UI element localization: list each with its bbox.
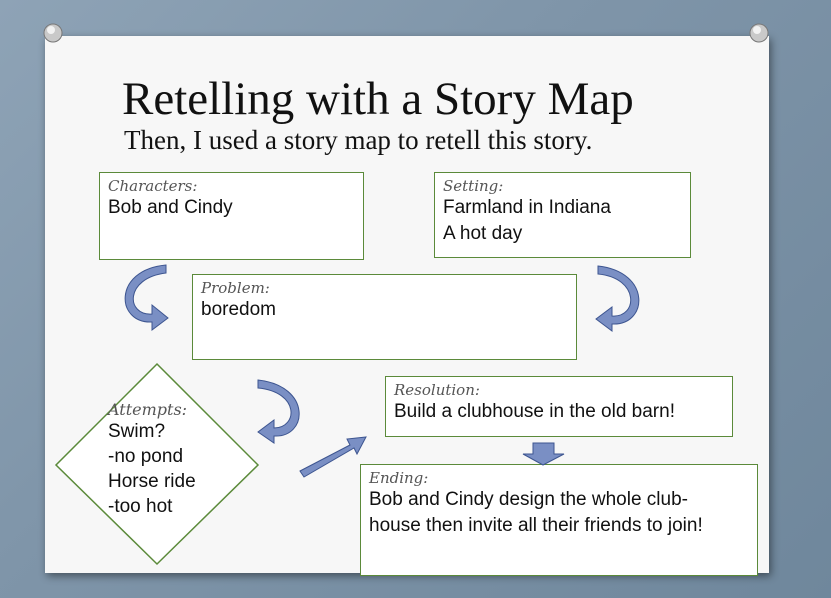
curved-arrow-icon — [595, 265, 640, 332]
characters-label: Characters: — [108, 177, 198, 195]
resolution-label: Resolution: — [394, 381, 480, 399]
attempts-line: Horse ride — [108, 471, 196, 492]
setting-line: A hot day — [443, 223, 523, 244]
pushpin-icon — [749, 23, 769, 43]
attempts-content: Attempts: Swim? -no pond Horse ride -too… — [108, 401, 196, 519]
ending-text: Bob and Cindy design the whole club- hou… — [369, 487, 749, 539]
curved-arrow-icon — [257, 379, 300, 444]
attempts-diamond — [54, 362, 260, 566]
slide-subtitle: Then, I used a story map to retell this … — [124, 125, 593, 155]
ending-line: house then invite all their friends to j… — [369, 515, 703, 536]
problem-box: Problem: boredom — [192, 274, 577, 360]
setting-box: Setting: Farmland in Indiana A hot day — [434, 172, 691, 258]
pushpin-icon — [43, 23, 63, 43]
ending-box: Ending: Bob and Cindy design the whole c… — [360, 464, 758, 576]
setting-line: Farmland in Indiana — [443, 197, 611, 218]
down-arrow-icon — [522, 442, 565, 466]
attempts-line: -too hot — [108, 496, 173, 517]
setting-text: Farmland in Indiana A hot day — [443, 195, 682, 247]
characters-box: Characters: Bob and Cindy — [99, 172, 364, 260]
resolution-text: Build a clubhouse in the old barn! — [394, 401, 675, 422]
diagonal-arrow-icon — [299, 436, 367, 478]
setting-label: Setting: — [443, 177, 504, 195]
resolution-box: Resolution: Build a clubhouse in the old… — [385, 376, 733, 437]
ending-label: Ending: — [369, 469, 429, 487]
problem-label: Problem: — [201, 279, 270, 297]
problem-text: boredom — [201, 299, 276, 320]
curved-arrow-icon — [124, 264, 169, 331]
attempts-line: Swim? — [108, 421, 166, 442]
ending-line: Bob and Cindy design the whole club- — [369, 489, 688, 510]
attempts-line: -no pond — [108, 446, 184, 467]
attempts-label: Attempts: — [108, 400, 188, 419]
characters-text: Bob and Cindy — [108, 197, 233, 218]
slide-title: Retelling with a Story Map — [122, 73, 634, 125]
